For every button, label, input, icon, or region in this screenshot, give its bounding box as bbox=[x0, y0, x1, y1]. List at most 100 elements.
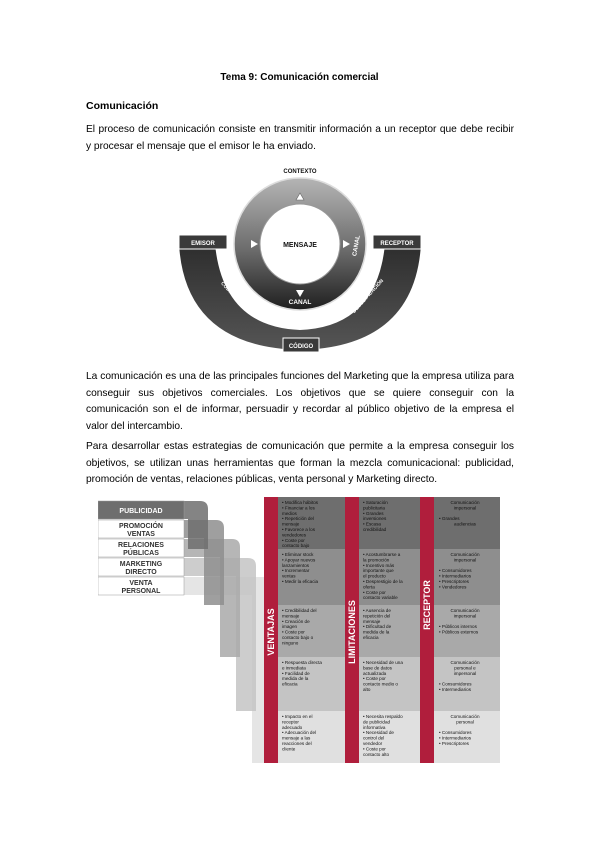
cell-limitaciones-4-7: contacto alto bbox=[363, 752, 389, 757]
table-row-bg-3 bbox=[264, 657, 500, 711]
cell-receptor-3-5: • Intermediarios bbox=[439, 687, 472, 692]
cell-ventajas-3-4: eficacia bbox=[282, 682, 298, 687]
cell-ventajas-0-7: • Coste por bbox=[282, 538, 305, 543]
cell-limitaciones-3-5: alto bbox=[363, 687, 371, 692]
triangle-right-icon-2 bbox=[343, 240, 350, 248]
cell-ventajas-1-0: • Eliminar stock bbox=[282, 552, 314, 557]
tool-box-3 bbox=[98, 557, 185, 577]
band-limitaciones bbox=[345, 497, 359, 763]
paragraph-intro: El proceso de comunicación consiste en t… bbox=[86, 124, 514, 152]
mensaje-label: MENSAJE bbox=[283, 242, 317, 249]
table-row-bg-2 bbox=[264, 605, 500, 657]
cell-ventajas-0-1: • Financiar a los bbox=[282, 505, 315, 510]
cell-limitaciones-1-5: • Desprestigio de la bbox=[363, 579, 403, 584]
cell-limitaciones-2-1: repetición del bbox=[363, 613, 390, 618]
cell-limitaciones-3-4: contacto medio o bbox=[363, 682, 398, 687]
cell-receptor-2-4: • Públicos externos bbox=[439, 630, 479, 635]
table-row-bg-0 bbox=[264, 497, 500, 549]
triangle-up-icon bbox=[295, 192, 305, 201]
cell-ventajas-4-3: • Adecuación del bbox=[282, 730, 316, 735]
cell-ventajas-1-4: ventas bbox=[282, 574, 296, 579]
cell-ventajas-2-4: • Coste por bbox=[282, 630, 305, 635]
cell-receptor-0-0: Comunicación bbox=[450, 500, 480, 505]
cell-limitaciones-0-1: publicitaria bbox=[363, 505, 385, 510]
communication-mix-table: PUBLICIDADPROMOCIÓNVENTASRELACIONESPÚBLI… bbox=[98, 497, 500, 763]
cell-receptor-2-1: impersonal bbox=[454, 613, 476, 618]
tool-box-1 bbox=[98, 519, 185, 539]
cell-ventajas-0-4: mensaje bbox=[282, 522, 300, 527]
cell-ventajas-0-2: medios bbox=[282, 511, 298, 516]
tool-box-0 bbox=[98, 500, 185, 520]
cell-limitaciones-4-5: vendedor bbox=[363, 741, 383, 746]
tool-label-2-1: PÚBLICAS bbox=[123, 548, 159, 557]
cell-limitaciones-0-5: credibilidad bbox=[363, 527, 387, 532]
cell-limitaciones-1-4: el producto bbox=[363, 574, 386, 579]
cell-ventajas-1-5: • Medir la eficacia bbox=[282, 579, 319, 584]
cell-ventajas-2-2: • Creación de bbox=[282, 619, 310, 624]
cell-receptor-3-0: Comunicación bbox=[450, 660, 480, 665]
cell-limitaciones-2-4: medida de la bbox=[363, 630, 390, 635]
table-row-bg-1 bbox=[264, 549, 500, 605]
cell-limitaciones-3-1: base de datos bbox=[363, 665, 393, 670]
tool-label-3-0: MARKETING bbox=[120, 561, 163, 568]
emisor-label: EMISOR bbox=[191, 241, 215, 247]
band-ventajas bbox=[264, 497, 278, 763]
tool-label-1-0: PROMOCIÓN bbox=[119, 521, 163, 530]
tool-label-0-0: PUBLICIDAD bbox=[119, 508, 162, 515]
cell-receptor-0-3: • Grandes bbox=[439, 516, 460, 521]
cell-limitaciones-1-2: • Incentivo más bbox=[363, 563, 395, 568]
contexto-label: CONTEXTO bbox=[283, 169, 317, 175]
cell-limitaciones-0-0: • Saturación bbox=[363, 500, 388, 505]
cell-receptor-4-3: • Consumidores bbox=[439, 730, 472, 735]
cell-receptor-4-1: personal bbox=[456, 719, 474, 724]
tool-label-4-0: VENTA bbox=[129, 580, 152, 587]
cell-ventajas-1-1: • Apoyar nuevos bbox=[282, 557, 316, 562]
cell-receptor-4-5: • Prescriptores bbox=[439, 741, 470, 746]
cell-receptor-3-4: • Consumidores bbox=[439, 682, 472, 687]
cell-limitaciones-0-4: • Escasa bbox=[363, 522, 381, 527]
cell-limitaciones-2-2: mensaje bbox=[363, 619, 381, 624]
cell-ventajas-2-3: imagen bbox=[282, 624, 298, 629]
cell-limitaciones-1-6: oferta bbox=[363, 584, 375, 589]
cell-receptor-1-0: Comunicación bbox=[450, 552, 480, 557]
paragraph-functions: La comunicación es una de las principale… bbox=[86, 371, 514, 432]
cell-limitaciones-2-0: • Ausencia de bbox=[363, 608, 391, 613]
cell-receptor-1-3: • Consumidores bbox=[439, 568, 472, 573]
cell-limitaciones-1-8: contacto variable bbox=[363, 595, 398, 600]
document-title: Tema 9: Comunicación comercial bbox=[220, 72, 379, 83]
cell-receptor-2-0: Comunicación bbox=[450, 608, 480, 613]
cell-ventajas-3-3: medida de la bbox=[282, 676, 309, 681]
tool-box-4 bbox=[98, 576, 185, 596]
cell-limitaciones-4-3: • Necesidad de bbox=[363, 730, 394, 735]
cell-limitaciones-4-0: • Necesita respaldo bbox=[363, 714, 403, 719]
cell-limitaciones-1-3: importante que bbox=[363, 568, 394, 573]
connector-1 bbox=[180, 520, 224, 605]
cell-ventajas-4-6: cliente bbox=[282, 746, 296, 751]
cell-ventajas-3-2: • Facilidad de bbox=[282, 671, 310, 676]
header-ventajas: VENTAJAS bbox=[266, 608, 276, 655]
cell-limitaciones-2-5: eficacia bbox=[363, 635, 379, 640]
cell-ventajas-4-4: mensaje a las bbox=[282, 736, 311, 741]
cell-limitaciones-3-2: actualizada bbox=[363, 671, 387, 676]
cell-receptor-3-1: personal e bbox=[454, 665, 476, 670]
cell-ventajas-0-6: vendedores bbox=[282, 532, 307, 537]
message-circle bbox=[259, 203, 341, 285]
tool-label-4-1: PERSONAL bbox=[122, 588, 162, 595]
tool-label-3-1: DIRECTO bbox=[125, 569, 157, 576]
tool-label-1-1: VENTAS bbox=[127, 531, 155, 538]
cell-receptor-1-5: • Prescriptores bbox=[439, 579, 470, 584]
band-receptor bbox=[420, 497, 434, 763]
cell-limitaciones-3-0: • Necesidad de una bbox=[363, 660, 403, 665]
connector-2 bbox=[180, 539, 240, 657]
table-row-bg-4 bbox=[264, 711, 500, 763]
outer-band bbox=[179, 236, 421, 350]
cell-ventajas-2-5: contacto bajo o bbox=[282, 635, 314, 640]
header-receptor: RECEPTOR bbox=[422, 580, 432, 630]
paragraph-mix: Para desarrollar estas estrategias de co… bbox=[86, 441, 514, 485]
codigo-label: CÓDIGO bbox=[289, 342, 314, 350]
tool-box-2 bbox=[98, 538, 185, 558]
canal-bottom-label: CANAL bbox=[289, 299, 312, 306]
cell-ventajas-0-5: • Favorece a los bbox=[282, 527, 316, 532]
cell-ventajas-4-1: receptor bbox=[282, 719, 299, 724]
header-limitaciones: LIMITACIONES bbox=[347, 600, 357, 664]
